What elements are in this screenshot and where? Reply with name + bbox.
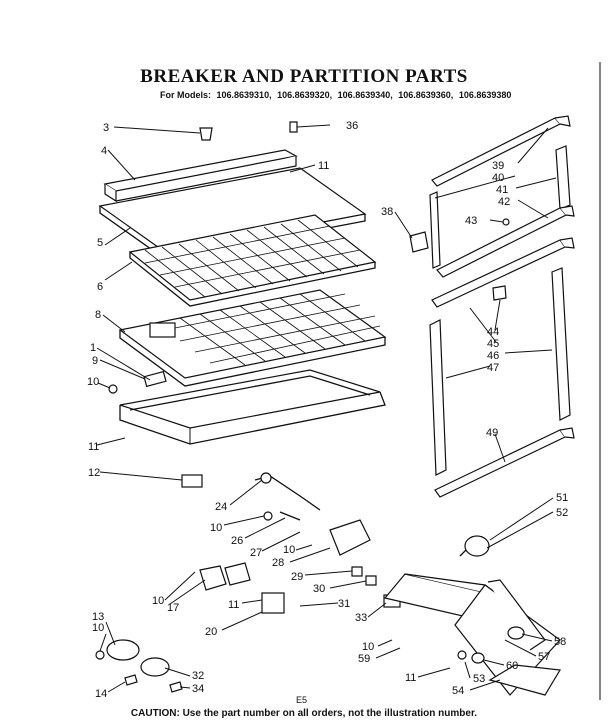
callout-24: 24 — [215, 501, 227, 513]
callout-59: 59 — [358, 653, 370, 665]
callout-52: 52 — [556, 507, 568, 519]
model-number: 106.8639380 — [458, 90, 512, 100]
callout-41: 41 — [496, 184, 508, 196]
callout-10: 10 — [87, 376, 99, 388]
callout-30: 30 — [313, 583, 325, 595]
callout-43: 43 — [465, 215, 477, 227]
small-hardware-parts — [95, 121, 401, 693]
callout-38: 38 — [381, 206, 393, 218]
callout-49: 49 — [486, 427, 498, 439]
callout-11: 11 — [88, 441, 99, 453]
model-number: 106.8639320, — [277, 90, 333, 100]
callout-9: 9 — [92, 355, 98, 367]
callout-33: 33 — [355, 612, 367, 624]
model-number: 106.8639340, — [337, 90, 393, 100]
callout-47: 47 — [487, 362, 499, 374]
callout-11: 11 — [228, 599, 239, 611]
callout-39: 39 — [492, 160, 504, 172]
callout-1: 1 — [90, 342, 96, 354]
diagram-title: BREAKER AND PARTITION PARTS — [140, 66, 468, 87]
callout-11: 11 — [405, 672, 416, 684]
callout-34: 34 — [192, 683, 204, 695]
model-number: 106.8639360, — [398, 90, 454, 100]
callout-42: 42 — [498, 196, 510, 208]
callout-10: 10 — [362, 641, 374, 653]
lower-tray — [119, 369, 386, 445]
callout-3: 3 — [103, 122, 109, 134]
callout-27: 27 — [250, 547, 262, 559]
callout-45: 45 — [487, 338, 499, 350]
leader-lines — [96, 124, 557, 693]
model-number: 106.8639310, — [216, 90, 272, 100]
callout-28: 28 — [272, 557, 284, 569]
light-bulb-part — [459, 535, 490, 557]
callout-46: 46 — [487, 350, 499, 362]
callout-6: 6 — [97, 281, 103, 293]
callout-54: 54 — [452, 685, 464, 697]
callout-11: 11 — [318, 160, 329, 172]
caution-note: CAUTION: Use the part number on all orde… — [130, 708, 478, 719]
callout-58: 58 — [554, 636, 566, 648]
page-code: E5 — [296, 695, 308, 705]
models-prefix: For Models: — [160, 90, 211, 100]
front-mullion — [383, 573, 561, 696]
callout-10: 10 — [92, 622, 104, 634]
top-rail-part — [103, 149, 298, 203]
callout-36: 36 — [346, 120, 358, 132]
callout-44: 44 — [487, 326, 499, 338]
callout-14: 14 — [95, 688, 107, 700]
callout-13: 13 — [92, 611, 104, 623]
callout-10: 10 — [283, 544, 295, 556]
callout-60: 60 — [506, 660, 518, 672]
callout-10: 10 — [210, 522, 222, 534]
callout-12: 12 — [88, 467, 100, 479]
callout-10: 10 — [152, 595, 164, 607]
callout-57: 57 — [538, 651, 550, 663]
callout-53: 53 — [473, 673, 485, 685]
door-trim-parts — [409, 115, 575, 498]
callout-40: 40 — [492, 172, 504, 184]
callout-20: 20 — [205, 626, 217, 638]
callout-31: 31 — [338, 598, 350, 610]
callout-32: 32 — [192, 670, 204, 682]
callout-5: 5 — [97, 237, 103, 249]
callout-17: 17 — [167, 602, 179, 614]
callout-29: 29 — [291, 571, 303, 583]
callout-51: 51 — [556, 492, 568, 504]
upper-grid-shelf — [128, 214, 377, 307]
model-list: For Models: 106.8639310, 106.8639320, 10… — [160, 90, 514, 100]
callout-labels: 3 36 4 11 5 6 8 1 9 10 11 12 24 10 26 27… — [87, 120, 568, 700]
lower-grid-shelf — [118, 289, 387, 387]
callout-26: 26 — [231, 535, 243, 547]
callout-8: 8 — [95, 309, 101, 321]
callout-4: 4 — [101, 145, 107, 157]
